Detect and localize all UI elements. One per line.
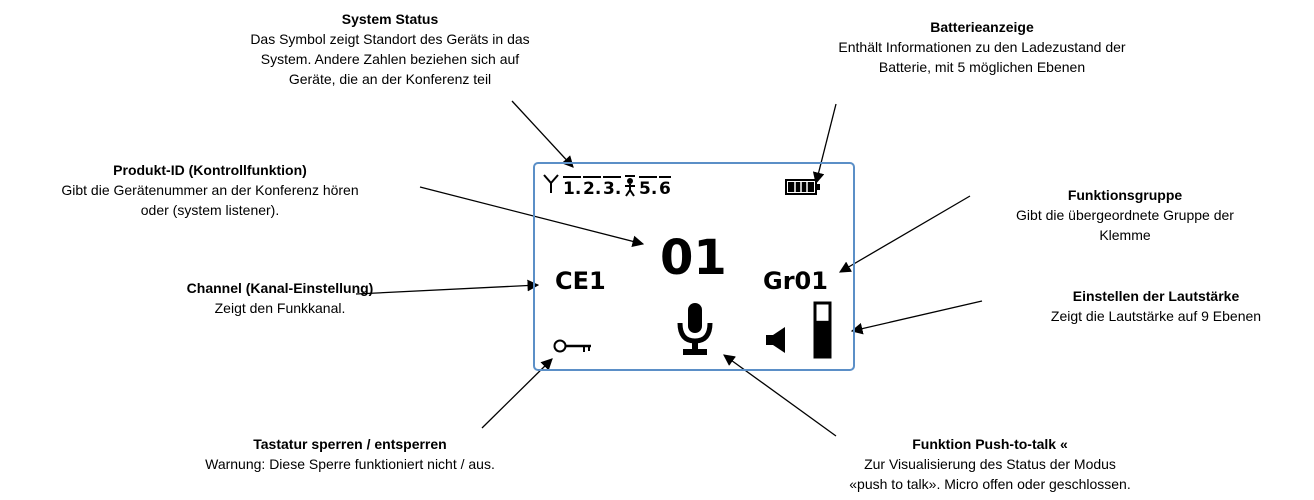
callout-title: System Status: [341, 11, 439, 27]
callout-title: Funktion Push-to-talk «: [912, 436, 1068, 452]
callout-title: Funktionsgruppe: [1067, 187, 1183, 203]
arrow-function-group: [838, 195, 971, 273]
status-number: 3.: [603, 176, 622, 199]
callout-title: Tastatur sperren / entsperren: [253, 436, 447, 452]
callout-line: Warnung: Diese Sperre funktioniert nicht…: [205, 456, 495, 472]
battery-icon: [785, 179, 820, 195]
callout-system-status: System Status Das Symbol zeigt Standort …: [180, 9, 600, 89]
antenna-icon: [543, 174, 559, 193]
callout-title: Channel (Kanal-Einstellung): [186, 280, 374, 296]
callout-battery: Batterieanzeige Enthält Informationen zu…: [762, 17, 1202, 77]
callout-title: Einstellen der Lautstärke: [1072, 288, 1240, 304]
arrow-battery: [812, 103, 837, 185]
callout-line: System. Andere Zahlen beziehen sich auf: [260, 51, 520, 67]
microphone-icon: [677, 303, 713, 355]
callout-function-group: Funktionsgruppe Gibt die übergeordnete G…: [945, 185, 1305, 245]
arrow-system-status: [511, 100, 574, 168]
callout-title: Produkt-ID (Kontrollfunktion): [113, 162, 307, 178]
channel-label: CE1: [555, 267, 606, 295]
status-number: 6: [659, 176, 671, 199]
volume-level-bar: [813, 301, 832, 359]
callout-line: Enthält Informationen zu den Ladezustand…: [838, 39, 1126, 55]
status-number: 2.: [583, 176, 602, 199]
callout-line: oder (system listener).: [140, 202, 280, 218]
callout-line: «push to talk». Micro offen oder geschlo…: [849, 476, 1131, 492]
callout-line: Zeigt die Lautstärke auf 9 Ebenen: [1050, 308, 1262, 324]
callout-channel: Channel (Kanal-Einstellung) Zeigt den Fu…: [150, 278, 410, 318]
group-label: Gr01: [763, 267, 828, 295]
key-icon: [553, 339, 591, 353]
callout-line: Klemme: [1099, 227, 1151, 243]
callout-line: Geräte, die an der Konferenz teil: [288, 71, 492, 87]
product-id-number: 01: [660, 230, 727, 286]
arrow-push-to-talk: [723, 354, 837, 437]
callout-line: Batterie, mit 5 möglichen Ebenen: [878, 59, 1086, 75]
callout-line: Zeigt den Funkkanal.: [214, 300, 346, 316]
status-number: 5.: [639, 176, 658, 199]
status-number: 1.: [563, 176, 582, 199]
callout-product-id: Produkt-ID (Kontrollfunktion) Gibt die G…: [0, 160, 420, 220]
speaker-icon: [766, 327, 785, 353]
callout-line: Das Symbol zeigt Standort des Geräts in …: [250, 31, 530, 47]
arrow-product-id: [419, 186, 645, 248]
arrow-channel: [355, 279, 540, 295]
callout-line: Zur Visualisierung des Status der Modus: [864, 456, 1116, 472]
callout-title: Batterieanzeige: [930, 19, 1034, 35]
callout-volume: Einstellen der Lautstärke Zeigt die Laut…: [1000, 286, 1312, 326]
callout-line: Gibt die übergeordnete Gruppe der: [1016, 207, 1234, 223]
callout-line: Gibt die Gerätenummer an der Konferenz h…: [61, 182, 359, 198]
self-position-icon: [625, 175, 635, 197]
device-screen: 1. 2. 3. 5. 6 CE1 01 Gr01: [533, 162, 855, 371]
callout-push-to-talk: Funktion Push-to-talk « Zur Visualisieru…: [780, 434, 1200, 494]
callout-keylock: Tastatur sperren / entsperren Warnung: D…: [140, 434, 560, 474]
arrow-volume: [850, 300, 983, 335]
